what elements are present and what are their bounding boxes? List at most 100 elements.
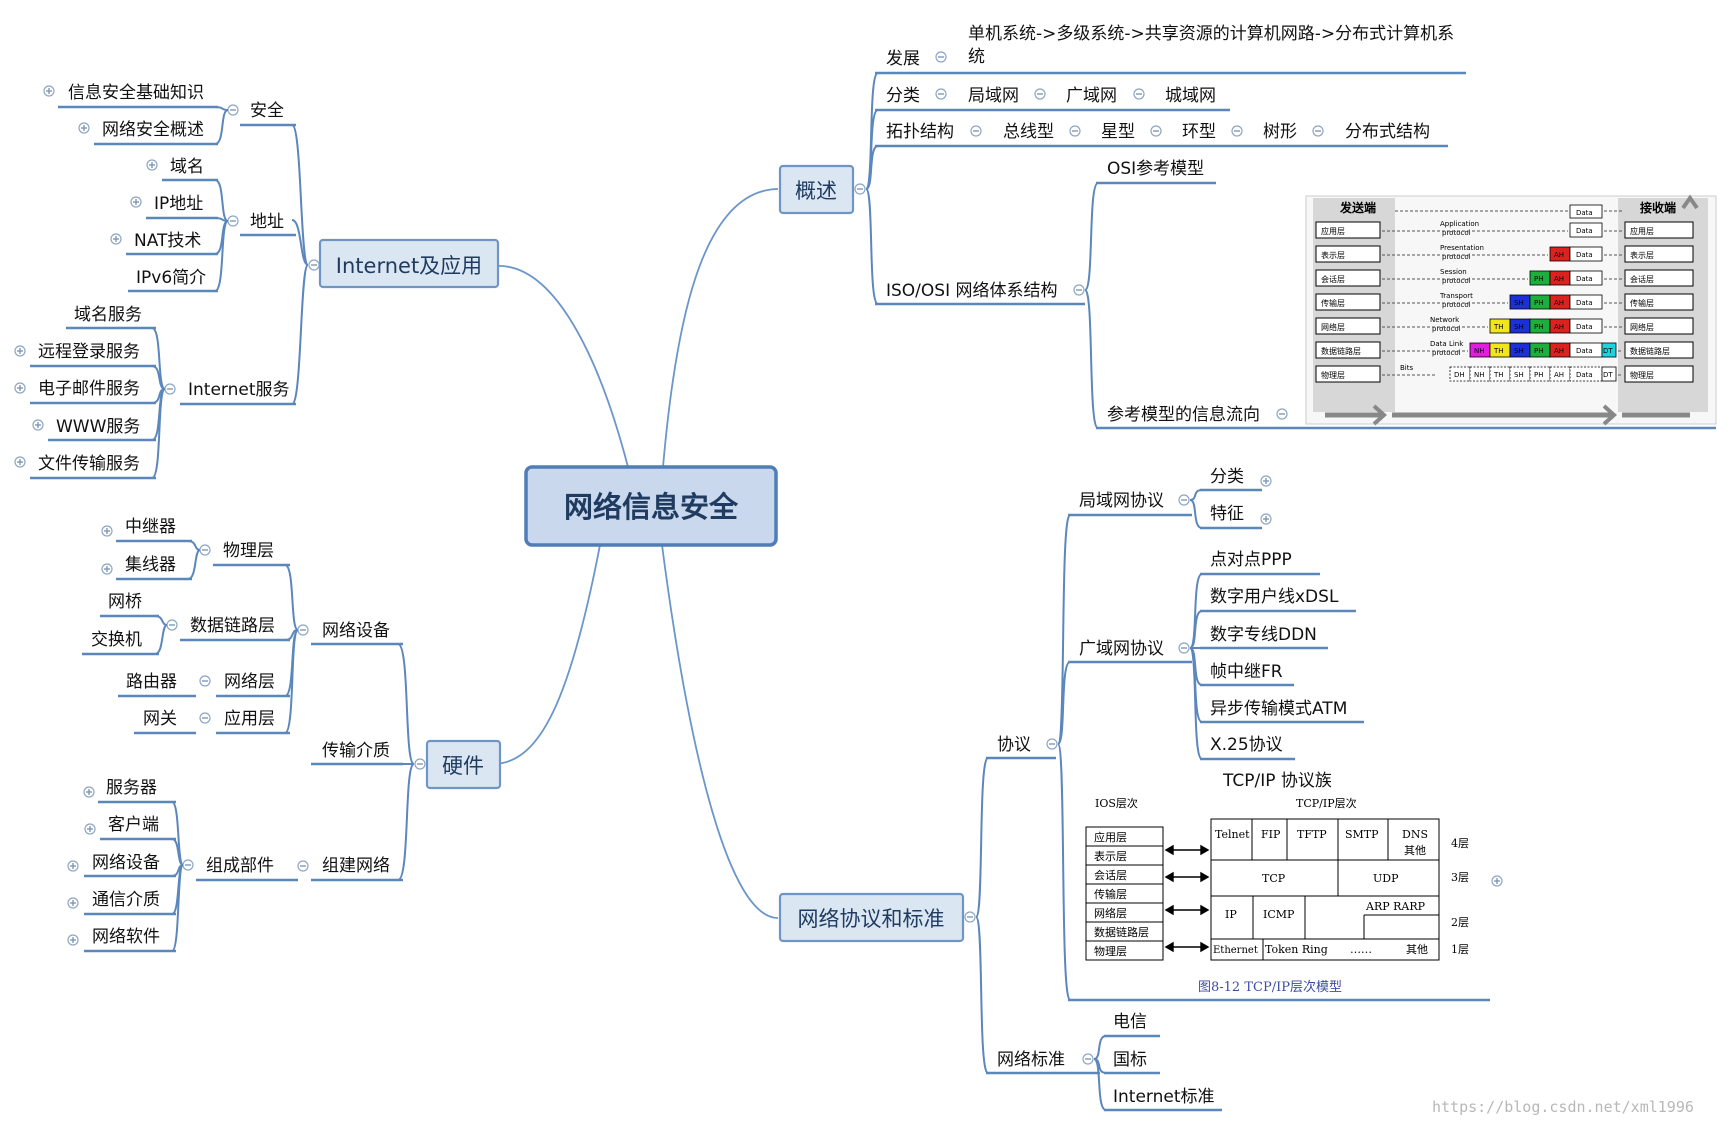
osi-receiver-layer-box	[1624, 221, 1694, 239]
service-item-dns: 域名服务	[74, 305, 142, 325]
expand-plus-icon[interactable]	[1260, 513, 1272, 525]
osi-data-text: Data	[1576, 323, 1593, 331]
collapse-minus-icon[interactable]	[199, 675, 211, 687]
collapse-minus-icon[interactable]	[297, 624, 309, 636]
lan-protocol-classification: 分类	[1210, 467, 1244, 487]
internet-node[interactable]: Internet及应用	[318, 238, 500, 289]
collapse-minus-icon[interactable]	[1046, 738, 1058, 750]
level-1: 1层	[1451, 943, 1469, 956]
collapse-minus-icon[interactable]	[199, 712, 211, 724]
osi-data-text: Data	[1576, 371, 1593, 379]
osi-header-text: SH	[1514, 371, 1524, 379]
collapse-minus-icon[interactable]	[935, 51, 947, 63]
overview-node[interactable]: 概述	[778, 164, 855, 215]
hub-label: 集线器	[125, 555, 176, 575]
collapse-minus-icon[interactable]	[227, 215, 239, 227]
expand-plus-icon[interactable]	[1491, 875, 1503, 887]
expand-plus-icon[interactable]	[67, 860, 79, 872]
tcpip-layer-figure: IOS层次 TCP/IP层次 应用层 表示层 会话层 传输层 网络层 数据链路层…	[1085, 796, 1469, 995]
root-node[interactable]: 网络信息安全	[524, 465, 778, 547]
collapse-minus-icon[interactable]	[1276, 408, 1288, 420]
expand-plus-icon[interactable]	[84, 823, 96, 835]
collapse-minus-icon[interactable]	[166, 619, 178, 631]
topology-ring: 环型	[1182, 122, 1216, 142]
collapse-minus-icon[interactable]	[227, 104, 239, 116]
expand-plus-icon[interactable]	[14, 456, 26, 468]
osi-data-text: Data	[1576, 299, 1593, 307]
osi-header-text: AH	[1554, 347, 1564, 355]
collapse-minus-icon[interactable]	[1133, 88, 1145, 100]
osi-header-cell	[1549, 366, 1571, 382]
expand-plus-icon[interactable]	[83, 786, 95, 798]
collapse-minus-icon[interactable]	[970, 125, 982, 137]
collapse-minus-icon[interactable]	[1082, 1053, 1094, 1065]
layer-mapping-arrows	[1164, 844, 1210, 953]
collapse-minus-icon[interactable]	[1312, 125, 1324, 137]
collapse-minus-icon[interactable]	[1178, 642, 1190, 654]
address-item-domain: 域名	[170, 157, 204, 177]
osi-model-label: OSI参考模型	[1107, 159, 1204, 179]
expand-plus-icon[interactable]	[130, 196, 142, 208]
osi-receiver-layer-label: 网络层	[1630, 322, 1654, 332]
osi-sender-layer-box	[1315, 365, 1381, 383]
expand-plus-icon[interactable]	[78, 122, 90, 134]
collapse-minus-icon[interactable]	[297, 860, 309, 872]
osi-header-text: SH	[1514, 323, 1524, 331]
collapse-minus-icon[interactable]	[182, 859, 194, 871]
address-item-ip: IP地址	[154, 194, 203, 214]
expand-plus-icon[interactable]	[43, 85, 55, 97]
osi-header-text: TH	[1493, 371, 1504, 379]
osi-header-cell	[1489, 366, 1511, 382]
collapse-minus-icon[interactable]	[964, 911, 976, 923]
application-layer-label: 应用层	[224, 709, 275, 729]
expand-plus-icon[interactable]	[14, 382, 26, 394]
address-item-nat: NAT技术	[134, 231, 201, 251]
expand-plus-icon[interactable]	[32, 419, 44, 431]
expand-plus-icon[interactable]	[67, 934, 79, 946]
collapse-minus-icon[interactable]	[1178, 494, 1190, 506]
expand-plus-icon[interactable]	[101, 563, 113, 575]
collapse-minus-icon[interactable]	[414, 758, 426, 770]
collapse-minus-icon[interactable]	[935, 88, 947, 100]
osi-protocol-label: protocol	[1432, 349, 1461, 357]
protocols-node[interactable]: 网络协议和标准	[778, 892, 965, 943]
osi-protocol-label: Bits	[1400, 364, 1413, 372]
arrow-right-icon	[1372, 404, 1387, 426]
osi-data-cell	[1569, 294, 1603, 310]
app-tftp: TFTP	[1297, 828, 1327, 841]
collapse-minus-icon[interactable]	[308, 259, 320, 271]
expand-plus-icon[interactable]	[67, 897, 79, 909]
osi-protocol-label: protocol	[1442, 253, 1471, 261]
expand-plus-icon[interactable]	[110, 233, 122, 245]
collapse-minus-icon[interactable]	[1069, 125, 1081, 137]
tcpip-caption: 图8-12 TCP/IP层次模型	[1198, 979, 1342, 995]
collapse-minus-icon[interactable]	[854, 183, 866, 195]
collapse-minus-icon[interactable]	[1231, 125, 1243, 137]
osi-header-text: SH	[1514, 347, 1524, 355]
collapse-minus-icon[interactable]	[1034, 88, 1046, 100]
hardware-node[interactable]: 硬件	[425, 739, 502, 790]
physical-label: 物理层	[223, 541, 274, 561]
collapse-minus-icon[interactable]	[199, 544, 211, 556]
osi-trailer-text: DT	[1603, 347, 1613, 355]
wan-fr: 帧中继FR	[1210, 662, 1283, 682]
collapse-minus-icon[interactable]	[164, 383, 176, 395]
osi-trailer-cell	[1601, 366, 1617, 382]
osi-protocol-label: protocol	[1442, 301, 1471, 309]
collapse-minus-icon[interactable]	[1150, 125, 1162, 137]
ios-layer-session: 会话层	[1094, 869, 1127, 882]
collapse-minus-icon[interactable]	[1073, 284, 1085, 296]
osi-receiver-layer-label: 传输层	[1630, 298, 1654, 308]
expand-plus-icon[interactable]	[101, 525, 113, 537]
osi-sender-layer-label: 物理层	[1321, 370, 1345, 380]
app-telnet: Telnet	[1215, 828, 1250, 841]
expand-plus-icon[interactable]	[14, 345, 26, 357]
service-item-telnet: 远程登录服务	[38, 342, 140, 362]
expand-plus-icon[interactable]	[1260, 475, 1272, 487]
osi-sender-layer-label: 数据链路层	[1321, 346, 1361, 356]
expand-plus-icon[interactable]	[146, 159, 158, 171]
osi-header-cell	[1529, 366, 1551, 382]
level-4: 4层	[1451, 837, 1469, 850]
